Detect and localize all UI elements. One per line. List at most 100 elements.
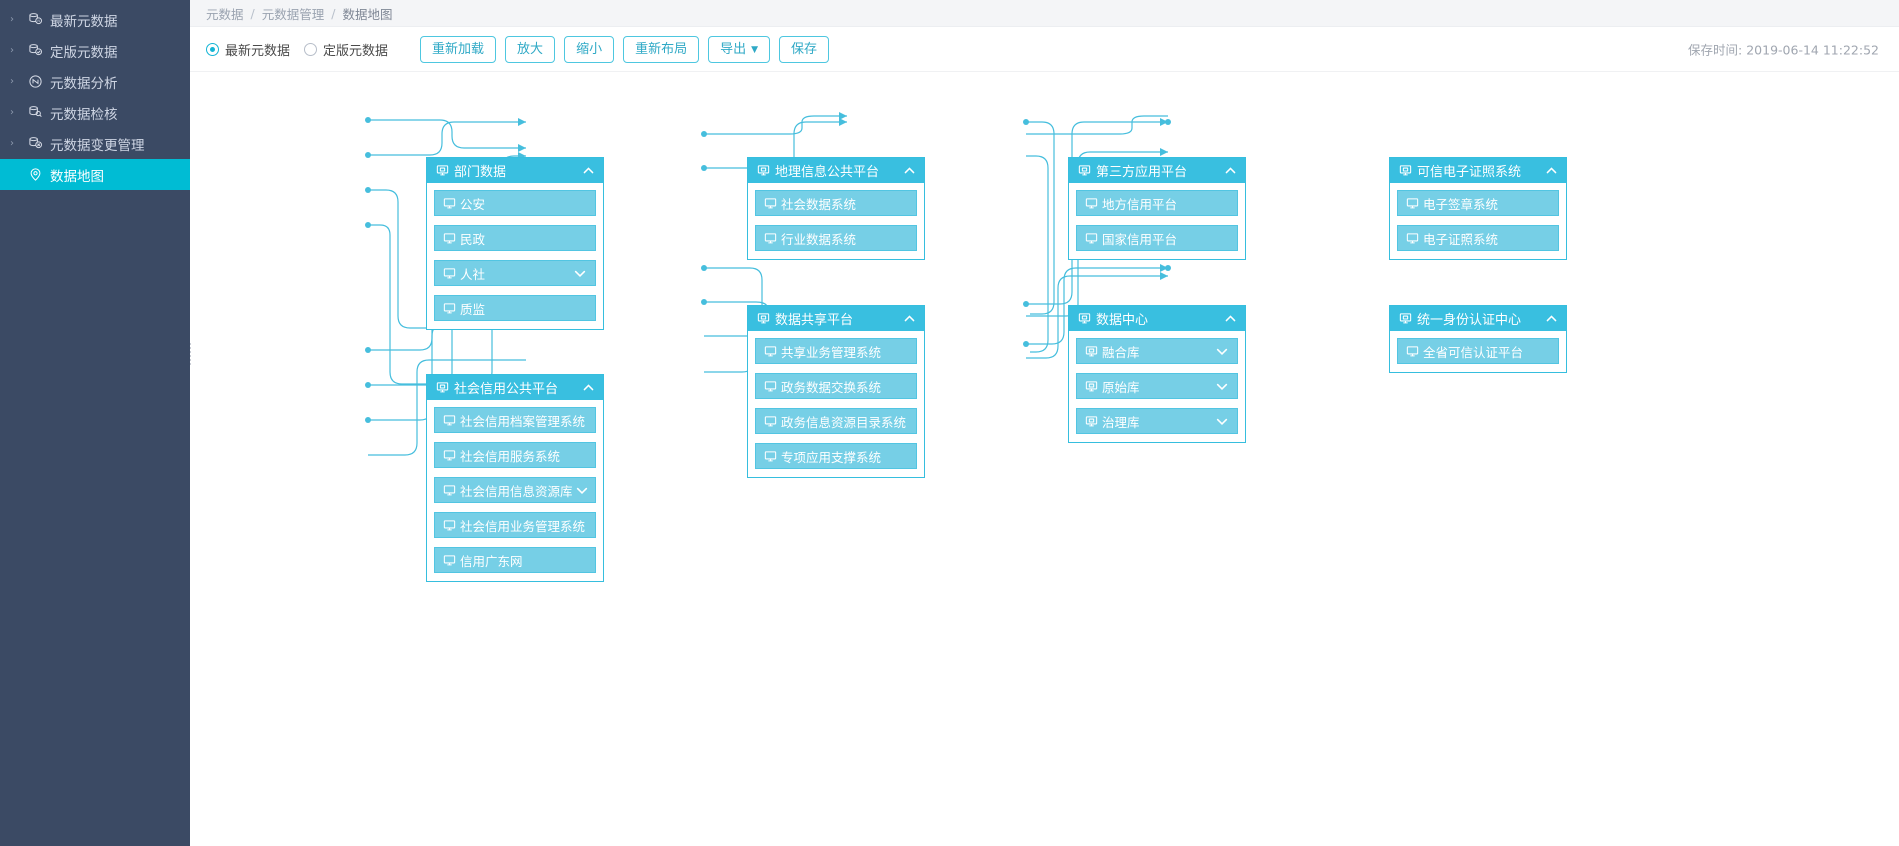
node-4-3[interactable]: 政务信息资源目录系统 (755, 408, 917, 434)
chevron-right-icon: › (10, 106, 14, 118)
node-5-2[interactable]: 国家信用平台 (1076, 225, 1238, 251)
group-header[interactable]: 数据共享平台 (748, 306, 924, 331)
save-button[interactable]: 保存 (779, 35, 830, 63)
sidebar-item-3[interactable]: ›元数据分析 (0, 66, 190, 97)
node-label: 地方信用平台 (1102, 196, 1178, 212)
button-label: 放大 (517, 41, 544, 57)
chevron-up-icon[interactable] (901, 311, 917, 326)
node-label: 社会信用服务系统 (460, 448, 561, 464)
node-label: 社会信用档案管理系统 (460, 413, 586, 429)
sidebar-item-4[interactable]: ›元数据检核 (0, 97, 190, 128)
chevron-up-icon[interactable] (1543, 163, 1559, 178)
chevron-right-icon: › (10, 75, 14, 87)
node-label: 社会信用信息资源库 (460, 483, 573, 499)
zoom-in-button[interactable]: 放大 (505, 35, 556, 63)
monitor-icon (441, 267, 457, 280)
button-label: 缩小 (576, 41, 603, 57)
radio-versioned-metadata[interactable]: 定版元数据 (304, 40, 388, 59)
group-7[interactable]: 可信电子证照系统电子签章系统电子证照系统 (1389, 157, 1567, 260)
sidebar-item-6[interactable]: 数据地图 (0, 159, 190, 190)
node-8-1[interactable]: 全省可信认证平台 (1397, 338, 1559, 364)
node-1-1[interactable]: 公安 (434, 190, 596, 216)
group-body: 社会信用档案管理系统社会信用服务系统社会信用信息资源库社会信用业务管理系统信用广… (427, 400, 603, 581)
monitor-icon (441, 484, 457, 497)
node-3-1[interactable]: 社会数据系统 (755, 190, 917, 216)
breadcrumb: 元数据 / 元数据管理 / 数据地图 (190, 0, 1899, 27)
node-1-2[interactable]: 民政 (434, 225, 596, 251)
sidebar-item-5[interactable]: ›元数据变更管理 (0, 128, 190, 159)
chevron-down-icon[interactable] (571, 265, 589, 281)
group-body: 共享业务管理系统政务数据交换系统政务信息资源目录系统专项应用支撑系统 (748, 331, 924, 477)
group-header[interactable]: 数据中心 (1069, 306, 1245, 331)
node-2-4[interactable]: 社会信用业务管理系统 (434, 512, 596, 538)
breadcrumb-root[interactable]: 元数据 (206, 6, 244, 22)
group-header[interactable]: 部门数据 (427, 158, 603, 183)
node-6-1[interactable]: 融合库 (1076, 338, 1238, 364)
group-header[interactable]: 可信电子证照系统 (1390, 158, 1566, 183)
node-5-1[interactable]: 地方信用平台 (1076, 190, 1238, 216)
node-4-4[interactable]: 专项应用支撑系统 (755, 443, 917, 469)
node-6-3[interactable]: 治理库 (1076, 408, 1238, 434)
group-header[interactable]: 社会信用公共平台 (427, 375, 603, 400)
node-2-1[interactable]: 社会信用档案管理系统 (434, 407, 596, 433)
node-label: 公安 (460, 196, 486, 212)
button-label: 重新布局 (635, 41, 688, 57)
node-2-3[interactable]: 社会信用信息资源库 (434, 477, 596, 503)
chevron-down-icon[interactable] (1213, 378, 1231, 394)
chevron-down-icon[interactable] (1213, 413, 1231, 429)
node-3-2[interactable]: 行业数据系统 (755, 225, 917, 251)
node-4-1[interactable]: 共享业务管理系统 (755, 338, 917, 364)
node-label: 政务数据交换系统 (781, 379, 882, 395)
chevron-up-icon[interactable] (901, 163, 917, 178)
group-1[interactable]: 部门数据公安民政人社质监 (426, 157, 604, 330)
group-6[interactable]: 数据中心融合库原始库治理库 (1068, 305, 1246, 443)
group-header[interactable]: 统一身份认证中心 (1390, 306, 1566, 331)
export-button[interactable]: 导出▼ (708, 35, 771, 63)
group-icon (755, 312, 771, 325)
breadcrumb-mid[interactable]: 元数据管理 (261, 6, 325, 22)
node-7-2[interactable]: 电子证照系统 (1397, 225, 1559, 251)
breadcrumb-separator: / (250, 5, 255, 21)
node-label: 政务信息资源目录系统 (781, 414, 907, 430)
group-4[interactable]: 数据共享平台共享业务管理系统政务数据交换系统政务信息资源目录系统专项应用支撑系统 (747, 305, 925, 478)
group-title: 地理信息公共平台 (775, 165, 880, 180)
node-2-5[interactable]: 信用广东网 (434, 547, 596, 573)
chevron-down-icon: ▼ (751, 44, 759, 55)
node-4-2[interactable]: 政务数据交换系统 (755, 373, 917, 399)
group-header[interactable]: 地理信息公共平台 (748, 158, 924, 183)
group-8[interactable]: 统一身份认证中心全省可信认证平台 (1389, 305, 1567, 373)
relayout-button[interactable]: 重新布局 (623, 35, 700, 63)
node-2-2[interactable]: 社会信用服务系统 (434, 442, 596, 468)
chevron-down-icon[interactable] (573, 482, 591, 498)
node-label: 电子证照系统 (1423, 231, 1499, 247)
monitor-icon (441, 197, 457, 210)
node-label: 国家信用平台 (1102, 231, 1178, 247)
node-1-3[interactable]: 人社 (434, 260, 596, 286)
group-5[interactable]: 第三方应用平台地方信用平台国家信用平台 (1068, 157, 1246, 260)
chevron-up-icon[interactable] (580, 163, 596, 178)
radio-latest-metadata[interactable]: 最新元数据 (206, 40, 290, 59)
node-6-2[interactable]: 原始库 (1076, 373, 1238, 399)
monitor-icon (762, 380, 778, 393)
monitor-icon (441, 554, 457, 567)
sidebar-item-2[interactable]: ›定版元数据 (0, 35, 190, 66)
node-1-4[interactable]: 质监 (434, 295, 596, 321)
chevron-up-icon[interactable] (1543, 311, 1559, 326)
data-map-canvas[interactable]: 部门数据公安民政人社质监社会信用公共平台社会信用档案管理系统社会信用服务系统社会… (190, 72, 1899, 846)
group-2[interactable]: 社会信用公共平台社会信用档案管理系统社会信用服务系统社会信用信息资源库社会信用业… (426, 374, 604, 582)
database-search-icon (24, 105, 46, 120)
node-7-1[interactable]: 电子签章系统 (1397, 190, 1559, 216)
zoom-out-button[interactable]: 缩小 (564, 35, 615, 63)
chevron-down-icon[interactable] (1213, 343, 1231, 359)
panel-drag-handle[interactable] (190, 337, 193, 371)
reload-button[interactable]: 重新加载 (420, 35, 497, 63)
group-3[interactable]: 地理信息公共平台社会数据系统行业数据系统 (747, 157, 925, 260)
group-header[interactable]: 第三方应用平台 (1069, 158, 1245, 183)
monitor-icon (1404, 345, 1420, 358)
chevron-up-icon[interactable] (580, 380, 596, 395)
group-body: 全省可信认证平台 (1390, 331, 1566, 372)
radio-label: 定版元数据 (323, 43, 389, 59)
chevron-up-icon[interactable] (1222, 163, 1238, 178)
chevron-up-icon[interactable] (1222, 311, 1238, 326)
